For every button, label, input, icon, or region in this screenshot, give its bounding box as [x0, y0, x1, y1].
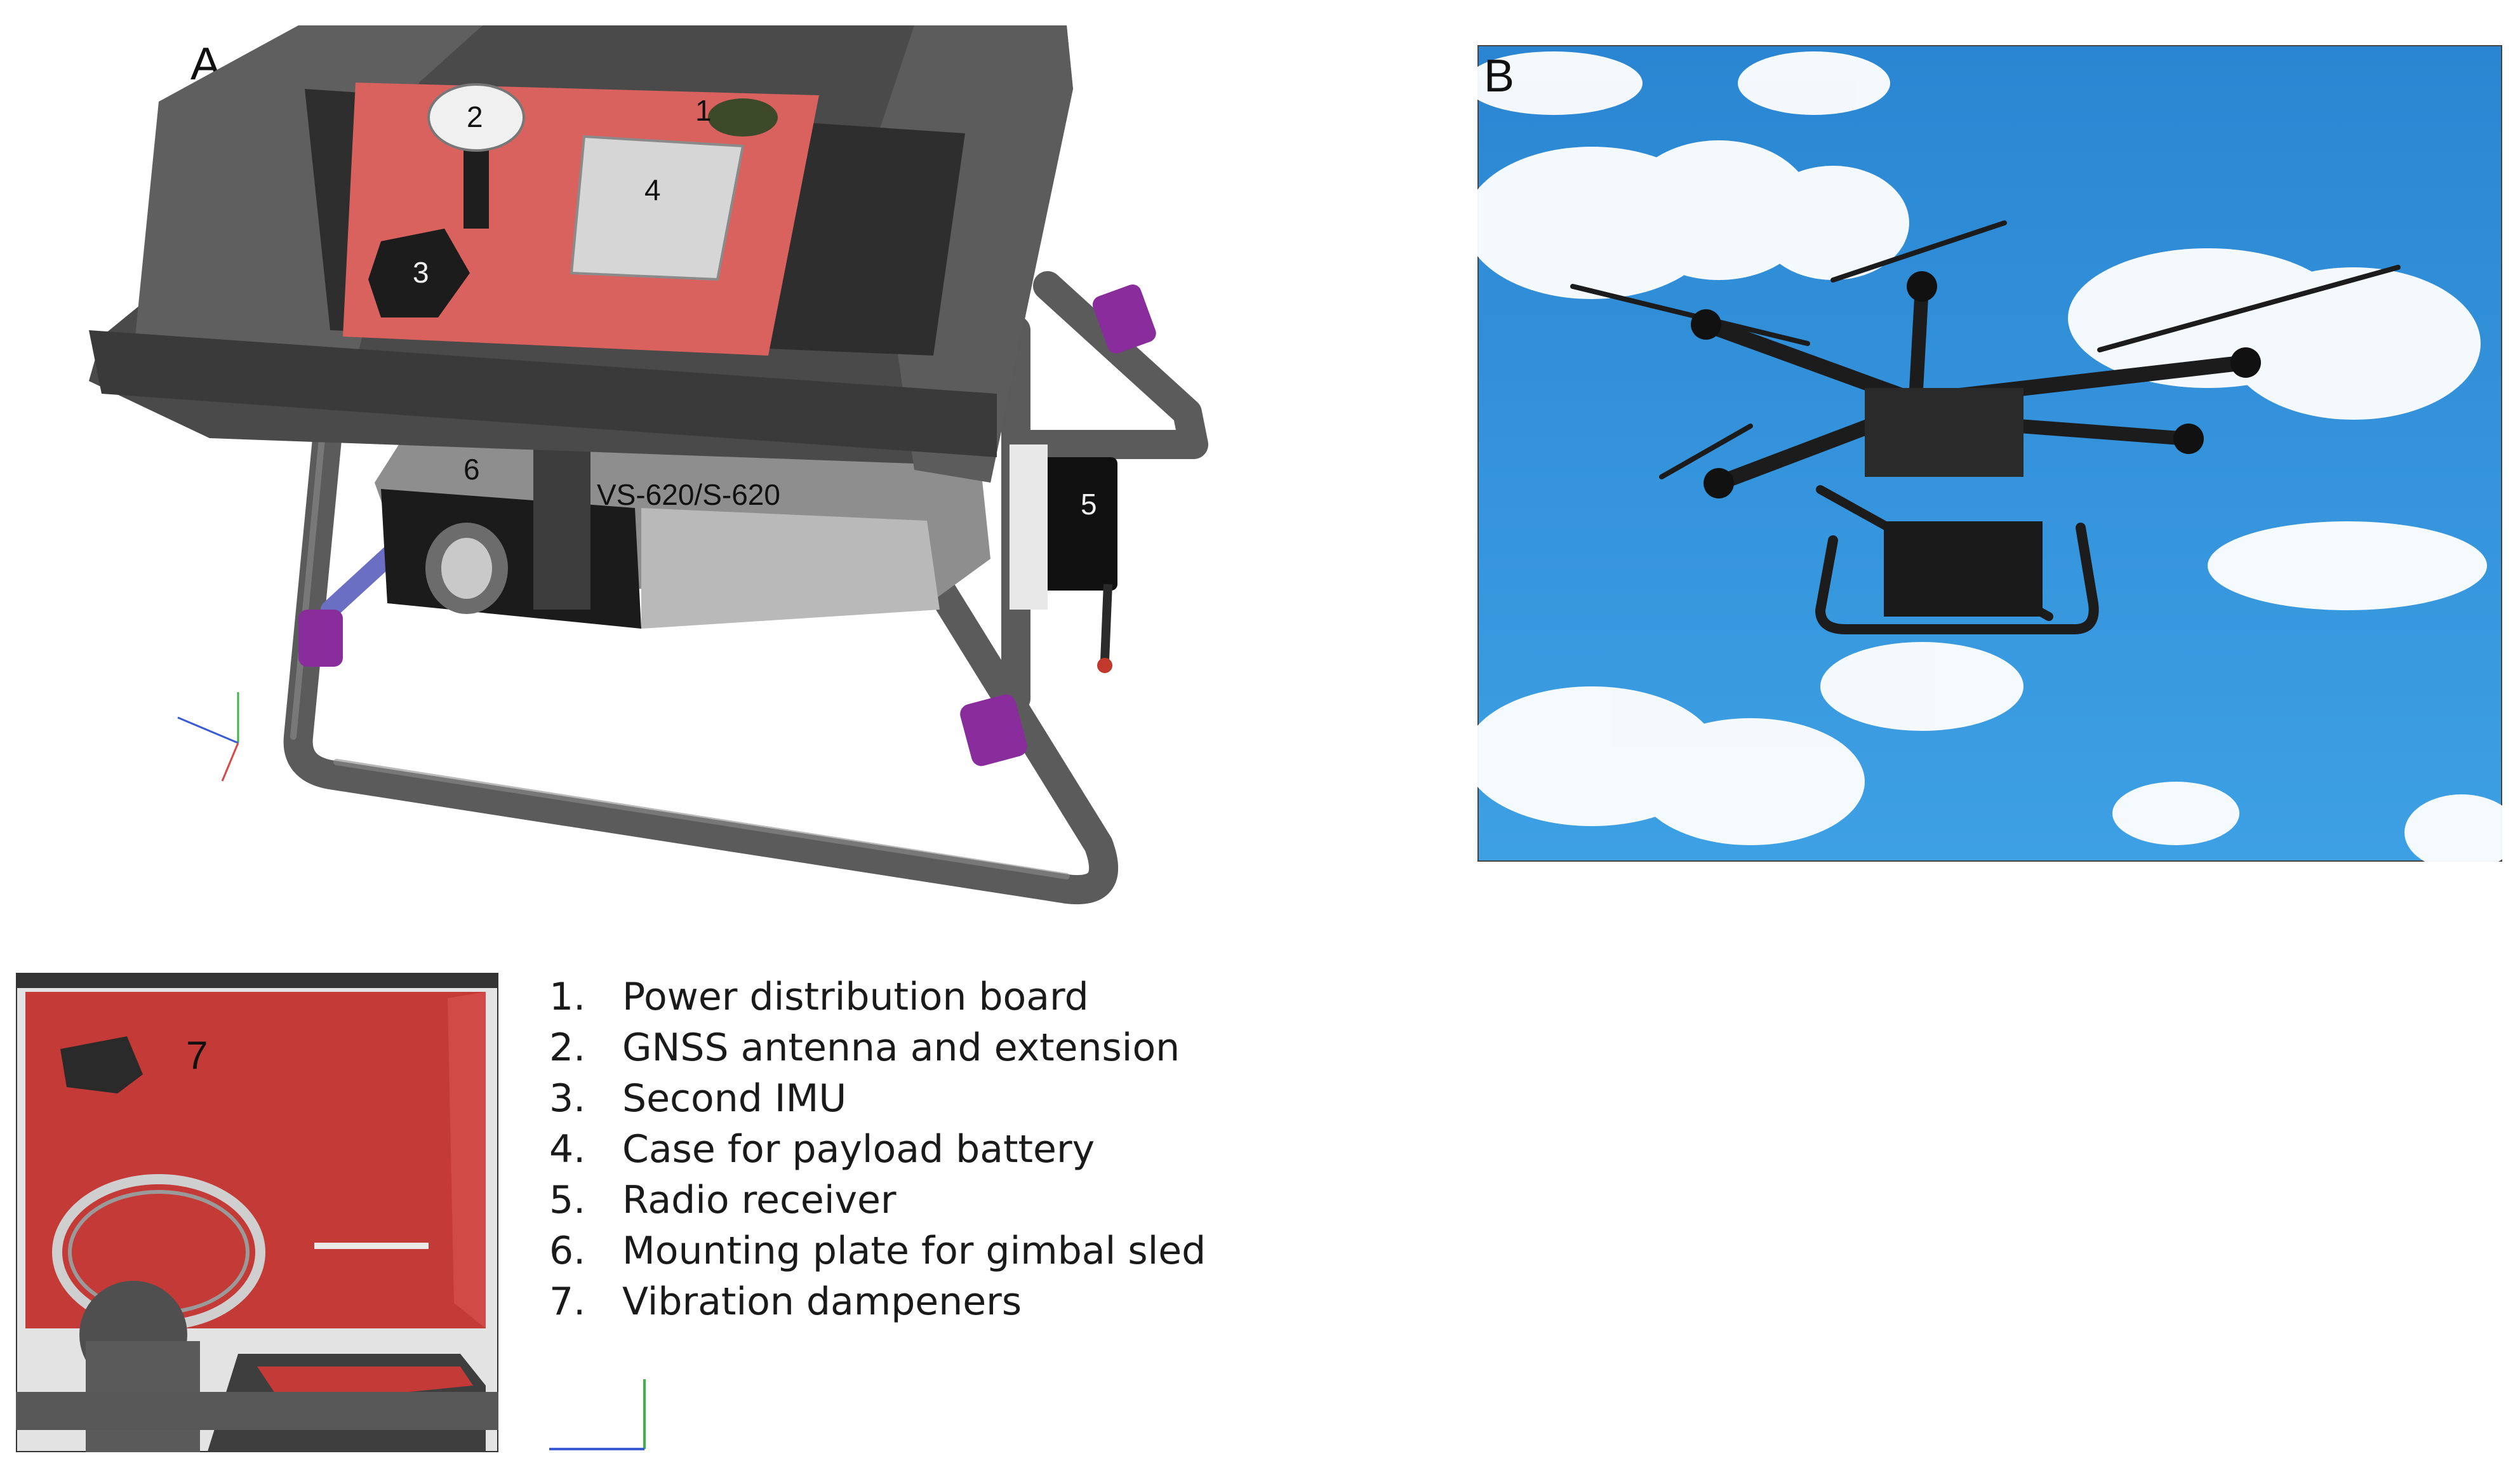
gnss-antenna [427, 83, 525, 152]
legend-text: Power distribution board [622, 975, 1089, 1019]
callout-1: 1 [695, 94, 712, 127]
radio-receiver [1010, 444, 1117, 673]
legend-item-3: 3. Second IMU [549, 1073, 846, 1124]
drone [1570, 220, 2401, 634]
legend-number: 7. [549, 1280, 586, 1324]
legend-text: Second IMU [622, 1076, 847, 1121]
legend-item-2: 2. GNSS antenna and extension [549, 1022, 1180, 1073]
callout-3: 3 [413, 256, 429, 289]
imu-block [368, 229, 470, 317]
dampener-drawing [16, 973, 498, 1452]
legend-number: 4. [549, 1127, 586, 1172]
top-housing [89, 25, 1073, 483]
inset-dampener-view: 7 [16, 973, 646, 1452]
legend-item-6: 6. Mounting plate for gimbal sled [549, 1226, 1206, 1276]
callout-6: 6 [463, 453, 480, 486]
drone-photo [1477, 45, 2502, 862]
legend-text: Vibration dampeners [622, 1280, 1022, 1324]
camera-body [375, 413, 990, 629]
inset-axis-triad [549, 1379, 646, 1450]
legend-number: 1. [549, 975, 586, 1019]
legend-item-7: 7. Vibration dampeners [549, 1276, 1022, 1327]
legend-text: GNSS antenna and extension [622, 1026, 1180, 1070]
legend-text: Mounting plate for gimbal sled [622, 1229, 1206, 1273]
legend-text: Radio receiver [622, 1178, 897, 1222]
legend-item-4: 4. Case for payload battery [549, 1124, 1095, 1175]
callout-7: 7 [186, 1034, 208, 1078]
callout-4: 4 [644, 173, 661, 206]
legend-number: 6. [549, 1229, 586, 1273]
panel-b-label: B [1484, 51, 1515, 102]
lid-model-text: VS-620/S-620 [597, 478, 780, 511]
power-board [708, 98, 778, 137]
panel-a-cad-render: A VS-620/S-620 [0, 0, 1270, 933]
callout-2: 2 [467, 100, 483, 133]
axis-triad [177, 692, 239, 782]
clamp-group [298, 284, 1156, 766]
legend-number: 3. [549, 1076, 586, 1121]
panel-b-drone-photo: B [1477, 45, 2502, 862]
legend-item-5: 5. Radio receiver [549, 1175, 897, 1226]
callout-5: 5 [1081, 488, 1097, 521]
legend-text: Case for payload battery [622, 1127, 1095, 1172]
battery-case [570, 135, 745, 281]
legend-number: 2. [549, 1026, 586, 1070]
clouds [1477, 51, 2502, 862]
payload-frame-drawing: VS-620/S-620 [89, 25, 1208, 905]
legend-item-1: 1. Power distribution board [549, 972, 1089, 1022]
legend-number: 5. [549, 1178, 586, 1222]
